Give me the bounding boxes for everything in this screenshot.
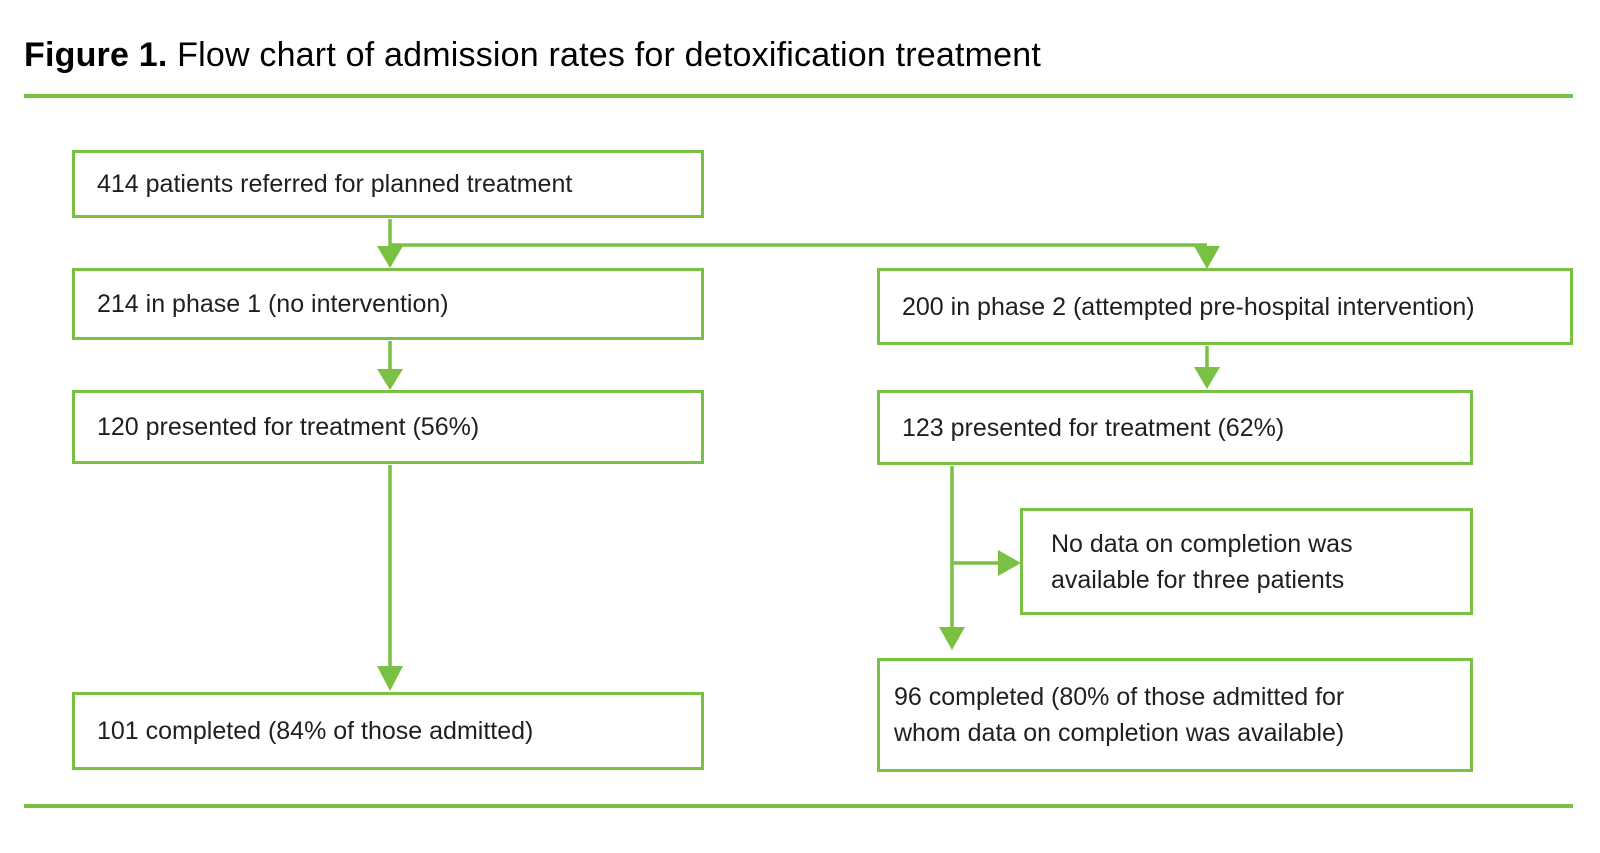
arrow-referred-to-phase1 <box>377 219 403 268</box>
arrow-branch-to-no-data <box>952 550 1021 576</box>
node-phase2-presented: 123 presented for treatment (62%) <box>877 390 1473 465</box>
arrow-phase2-to-presented <box>1194 346 1220 389</box>
top-separator-rule <box>24 94 1573 98</box>
node-label: 123 presented for treatment (62%) <box>902 413 1285 442</box>
arrow-phase2-presented-to-completed <box>939 466 965 650</box>
node-phase2-completed: 96 completed (80% of those admitted for … <box>877 658 1473 772</box>
node-label-line2: available for three patients <box>1051 565 1345 594</box>
node-label: 120 presented for treatment (56%) <box>97 413 480 441</box>
arrow-phase1-presented-to-completed <box>377 465 403 691</box>
figure-title-text: Flow chart of admission rates for detoxi… <box>167 36 1042 74</box>
node-label-line1: 96 completed (80% of those admitted for <box>894 683 1345 711</box>
node-phase1-presented: 120 presented for treatment (56%) <box>72 390 704 464</box>
node-phase1-completed: 101 completed (84% of those admitted) <box>72 692 704 770</box>
figure-title: Figure 1. Flow chart of admission rates … <box>24 36 1041 75</box>
bottom-separator-rule <box>24 804 1573 808</box>
arrow-referred-to-phase2 <box>390 243 1220 269</box>
node-label-line1: No data on completion was <box>1051 529 1353 558</box>
node-no-data: No data on completion was available for … <box>1020 508 1473 615</box>
node-phase2: 200 in phase 2 (attempted pre-hospital i… <box>877 268 1573 345</box>
node-referred: 414 patients referred for planned treatm… <box>72 150 704 218</box>
node-label: 200 in phase 2 (attempted pre-hospital i… <box>902 292 1475 321</box>
node-label: 414 patients referred for planned treatm… <box>97 170 573 198</box>
node-phase1: 214 in phase 1 (no intervention) <box>72 268 704 340</box>
figure-title-label: Figure 1. <box>24 36 168 74</box>
node-label-line2: whom data on completion was available) <box>894 719 1345 747</box>
arrow-phase1-to-presented <box>377 341 403 390</box>
node-label: 101 completed (84% of those admitted) <box>97 717 534 745</box>
node-label: 214 in phase 1 (no intervention) <box>97 290 449 318</box>
